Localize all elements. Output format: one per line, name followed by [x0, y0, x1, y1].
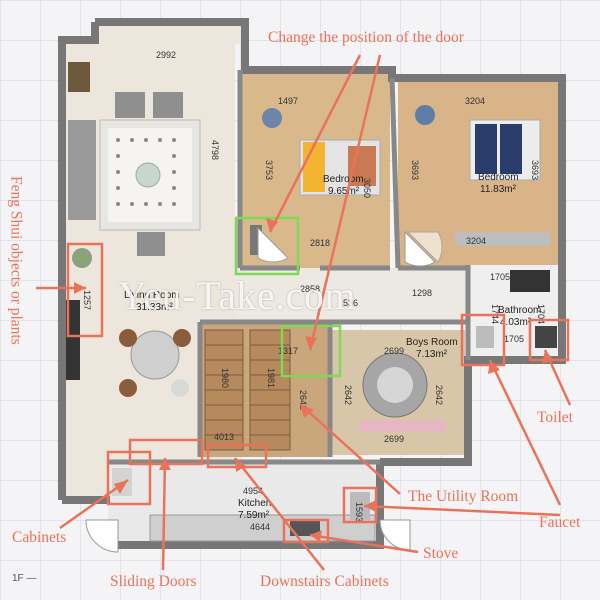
dim-3693-left: 3693: [410, 160, 420, 180]
dim-4798: 4798: [210, 140, 220, 160]
dim-1257: 1257: [82, 290, 92, 310]
stove-annotation: Stove: [423, 545, 459, 562]
dim-1497: 1497: [278, 96, 298, 106]
door-annotation: Change the position of the door: [268, 29, 464, 46]
dim-1981: 1981: [266, 368, 276, 388]
door-highlight-bedroom: [234, 216, 300, 276]
door-highlight-stairs: [280, 324, 342, 378]
dim-2858: 2858: [300, 284, 320, 294]
living-room-name: Living Room: [124, 290, 180, 301]
room-labels: Living Room 31.33m² Bedroom 9.65m² Bedro…: [124, 172, 541, 521]
dim-2699-bottom: 2699: [384, 434, 404, 444]
bedroom2-furniture: [415, 105, 550, 246]
door-swings: [85, 226, 443, 553]
rug-pattern: [116, 138, 176, 206]
boys-room-name: Boys Room: [406, 337, 458, 348]
dim-2642-left: 2642: [343, 385, 353, 405]
inner-walls: [108, 70, 471, 465]
bathroom-area: 4.03m²: [500, 317, 532, 328]
floor-indicator: 1F —: [12, 573, 37, 584]
fengshui-box: [66, 242, 104, 338]
dim-2992: 2992: [156, 50, 176, 60]
kitchen-name: Kitchen: [238, 498, 271, 509]
arrow-heads: [74, 218, 554, 542]
dim-2699-top: 2699: [384, 346, 404, 356]
dim-2642-right: 2642: [434, 385, 444, 405]
dim-536: 536: [343, 298, 358, 308]
dim-1298: 1298: [412, 288, 432, 298]
sliding-doors-annotation: Sliding Doors: [110, 573, 197, 590]
faucet-annotation: Faucet: [539, 514, 581, 531]
utility-annotation: The Utility Room: [408, 488, 519, 505]
dim-4954: 4954: [243, 486, 263, 496]
dim-4644: 4644: [250, 522, 270, 532]
dim-3753: 3753: [264, 160, 274, 180]
dim-3204-bottom: 3204: [466, 236, 486, 246]
faucet-bath-box: [460, 313, 506, 367]
dim-1705-bottom: 1705: [504, 334, 524, 344]
dim-4013: 4013: [214, 432, 234, 442]
dim-2818: 2818: [310, 238, 330, 248]
dim-1980: 1980: [220, 368, 230, 388]
bathroom-fixtures: [476, 270, 557, 348]
dim-1705-top: 1705: [490, 272, 510, 282]
bedroom2-name: Bedroom: [478, 172, 519, 183]
kitchen-area: 7.59m²: [238, 510, 270, 521]
bedroom1-name: Bedroom: [323, 174, 364, 185]
boys-room-area: 7.13m²: [416, 349, 448, 360]
floor-label: 1F: [12, 573, 24, 584]
dim-1593: 1593: [354, 502, 364, 522]
kitchen-fixtures: [112, 468, 376, 542]
boys-room-furniture: [360, 352, 445, 432]
stove-box: [282, 518, 330, 544]
living-room-area: 31.33m²: [136, 302, 173, 313]
dim-3204-top: 3204: [465, 96, 485, 106]
dim-1704: 1704: [536, 304, 546, 324]
bedroom2-area: 11.83m²: [480, 184, 517, 195]
dimension-labels: 2992 4798 1497 3753 3050 2818 3204 3693 …: [82, 50, 546, 532]
cabinets-annotation: Cabinets: [12, 529, 67, 546]
living-furniture: [66, 62, 201, 397]
downstairs-cabinets-annotation: Downstairs Cabinets: [260, 573, 389, 590]
bedroom1-area: 9.65m²: [328, 186, 360, 197]
dim-3050: 3050: [362, 178, 372, 198]
dim-2642-stairs: 2642: [298, 390, 308, 410]
stairs: [204, 329, 291, 451]
dim-3693-right: 3693: [530, 160, 540, 180]
fengshui-annotation: Feng Shui objects or plants: [7, 176, 25, 345]
dim-1317: 1317: [278, 346, 298, 356]
toilet-annotation: Toilet: [537, 409, 573, 426]
watermark: Yeu-Take.com: [118, 273, 356, 318]
bathroom-name: Bathroom: [498, 305, 541, 316]
